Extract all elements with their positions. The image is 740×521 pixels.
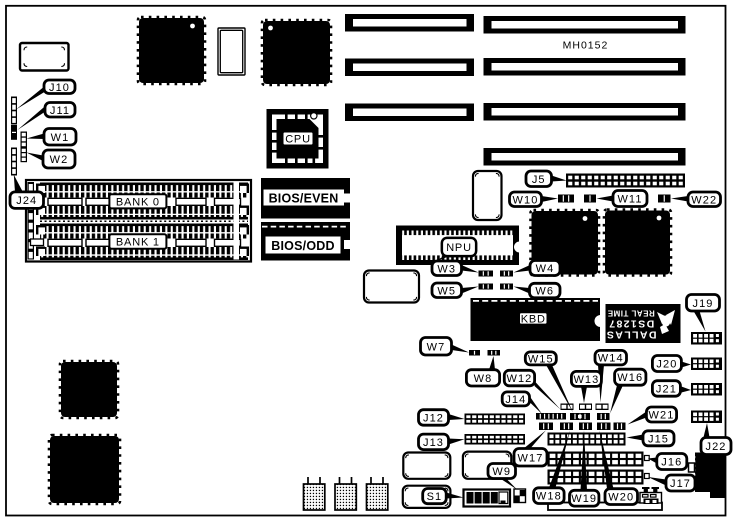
- svg-text:J20: J20: [656, 359, 677, 371]
- svg-text:W10: W10: [513, 194, 539, 206]
- svg-text:NPU: NPU: [446, 242, 472, 254]
- svg-text:J12: J12: [423, 412, 444, 424]
- svg-text:DALLAS: DALLAS: [606, 329, 657, 341]
- svg-text:W6: W6: [535, 286, 554, 298]
- svg-text:BIOS/ODD: BIOS/ODD: [271, 239, 334, 253]
- svg-text:J5: J5: [532, 174, 546, 186]
- svg-text:J24: J24: [16, 195, 37, 207]
- svg-text:W12: W12: [506, 373, 532, 385]
- svg-text:W19: W19: [571, 493, 597, 505]
- svg-text:J17: J17: [670, 478, 691, 490]
- svg-text:BIOS/EVEN: BIOS/EVEN: [269, 191, 339, 205]
- svg-text:W8: W8: [474, 373, 493, 385]
- svg-text:J13: J13: [423, 437, 444, 449]
- svg-text:W14: W14: [598, 353, 624, 365]
- svg-text:BANK 0: BANK 0: [116, 196, 160, 208]
- svg-text:S1: S1: [427, 491, 443, 503]
- svg-text:DS1287: DS1287: [608, 318, 654, 330]
- svg-text:W21: W21: [649, 410, 675, 422]
- svg-text:MH0152: MH0152: [563, 40, 609, 52]
- svg-text:REAL TIME: REAL TIME: [607, 309, 655, 318]
- svg-text:W9: W9: [492, 466, 511, 478]
- svg-text:W18: W18: [536, 491, 562, 503]
- svg-text:W1: W1: [51, 132, 70, 144]
- svg-text:J14: J14: [505, 394, 526, 406]
- svg-text:J21: J21: [656, 383, 677, 395]
- svg-text:W22: W22: [691, 194, 717, 206]
- svg-text:J16: J16: [661, 457, 682, 469]
- svg-text:J10: J10: [49, 82, 70, 94]
- svg-text:CPU: CPU: [285, 134, 311, 146]
- svg-text:W7: W7: [427, 341, 446, 353]
- svg-text:J19: J19: [692, 298, 713, 310]
- svg-text:W20: W20: [608, 492, 634, 504]
- svg-text:J22: J22: [705, 441, 726, 453]
- svg-text:J11: J11: [50, 105, 70, 117]
- svg-text:W11: W11: [617, 194, 642, 206]
- svg-text:KBD: KBD: [521, 313, 546, 325]
- svg-text:W5: W5: [437, 285, 456, 297]
- svg-text:W15: W15: [528, 353, 554, 365]
- svg-text:W17: W17: [518, 452, 544, 464]
- svg-text:BANK 1: BANK 1: [116, 237, 160, 249]
- svg-text:W13: W13: [573, 374, 599, 386]
- svg-text:W16: W16: [617, 372, 643, 384]
- svg-text:J15: J15: [648, 433, 669, 445]
- svg-text:W3: W3: [437, 263, 456, 275]
- svg-text:W2: W2: [50, 154, 69, 166]
- svg-text:W4: W4: [536, 263, 555, 275]
